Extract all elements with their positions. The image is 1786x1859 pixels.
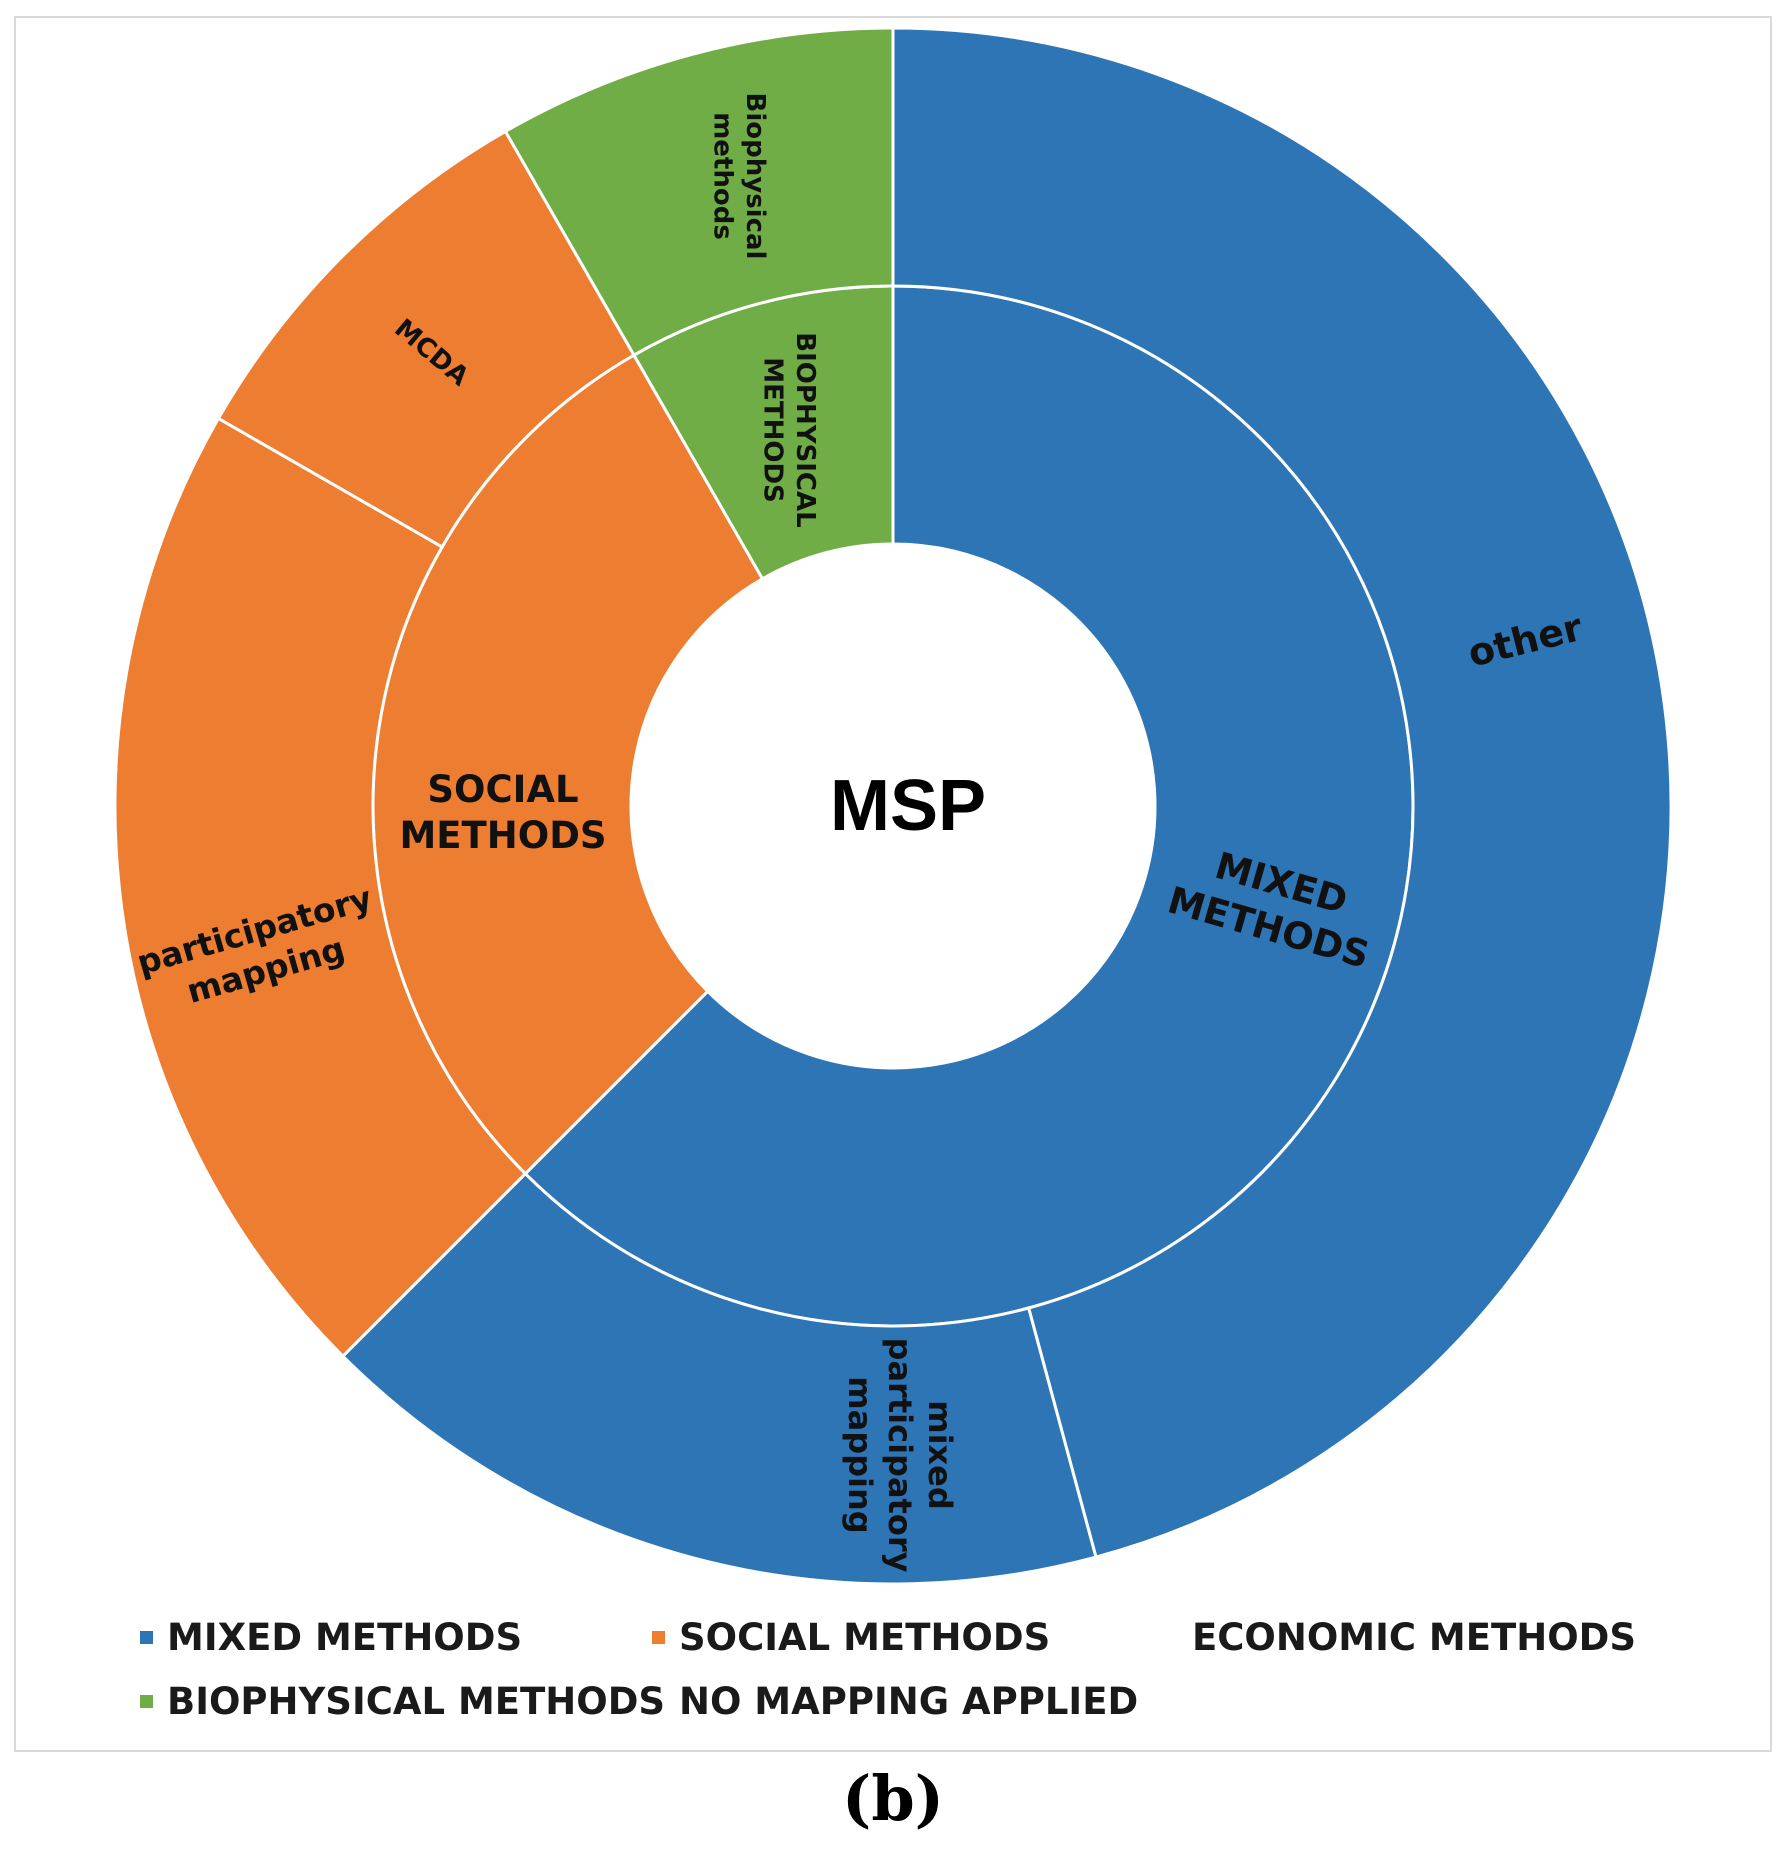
center-hole xyxy=(631,544,1155,1068)
legend-item-economic-methods: ECONOMIC METHODS xyxy=(1192,1612,1636,1662)
legend-label: ECONOMIC METHODS xyxy=(1192,1615,1637,1659)
outer-ring xyxy=(113,26,1673,1586)
outer-segment-mixed-participatory-mapping xyxy=(340,1171,1098,1586)
legend-label: BIOPHYSICAL METHODS xyxy=(167,1679,666,1723)
center-label: MSP xyxy=(830,766,986,846)
legend-label: MIXED METHODS xyxy=(167,1615,523,1659)
panel-caption: (b) xyxy=(841,1762,945,1835)
outer-label-biophysical-methods: Biophysicalmethods xyxy=(708,93,771,260)
inner-label-biophysical-methods: BIOPHYSICALMETHODS xyxy=(758,332,821,527)
legend-item-no-mapping-applied: NO MAPPING APPLIED xyxy=(679,1676,1138,1726)
outer-segment-other xyxy=(891,26,1673,1559)
outer-segment-biophysical-methods xyxy=(503,26,895,358)
legend-label: NO MAPPING APPLIED xyxy=(679,1679,1139,1723)
legend-item-social-methods: SOCIAL METHODS xyxy=(652,1612,1050,1662)
legend-swatch-social-methods xyxy=(652,1630,665,1644)
legend-label: SOCIAL METHODS xyxy=(679,1615,1051,1659)
outer-segment-participatory-mapping xyxy=(113,416,528,1359)
outer-label-mixed-participatory-mapping: mixedparticipatorymapping xyxy=(841,1338,959,1573)
legend-swatch-biophysical-methods xyxy=(140,1694,153,1708)
legend-swatch-mixed-methods xyxy=(140,1630,153,1644)
legend-item-biophysical-methods: BIOPHYSICAL METHODS xyxy=(140,1676,665,1726)
legend-item-mixed-methods: MIXED METHODS xyxy=(140,1612,522,1662)
